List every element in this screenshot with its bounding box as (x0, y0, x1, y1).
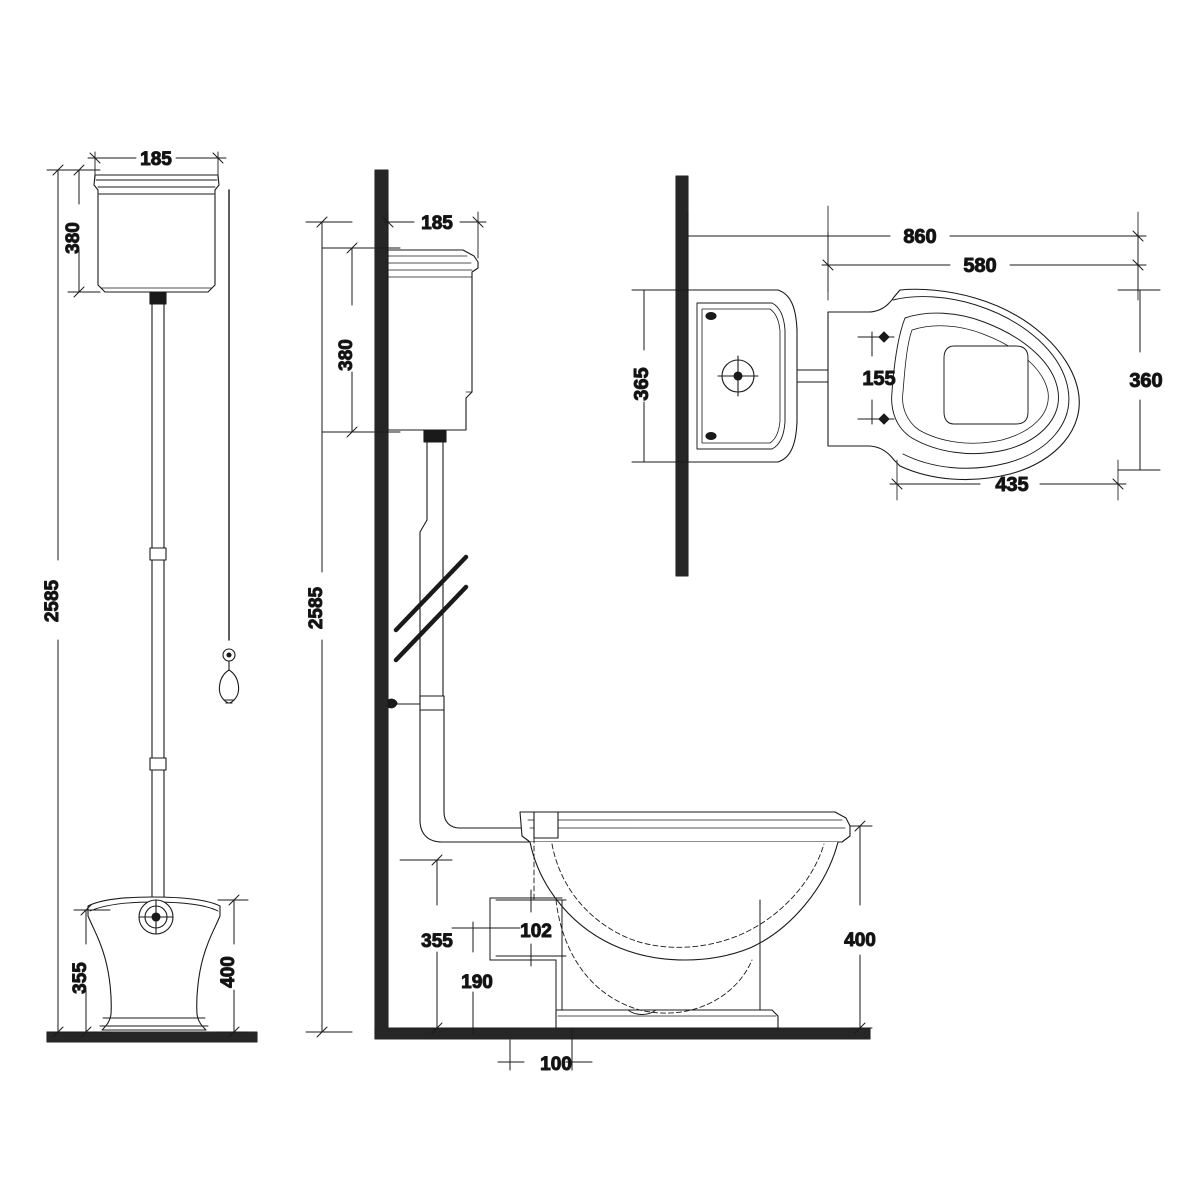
plan-cistern-centre-mark (717, 355, 759, 397)
front-floor-line (46, 1031, 258, 1043)
dim-435-plan: 435 (995, 474, 1028, 496)
dim-380-side: 380 (336, 339, 357, 371)
dim-360-plan: 360 (1129, 370, 1162, 392)
plan-view: 860 580 365 155 36 (631, 175, 1163, 577)
side-flush-pipe (387, 441, 531, 843)
dim-355-front: 355 (70, 962, 91, 994)
plan-flush-pipe (796, 369, 829, 383)
dim-190-side: 190 (461, 972, 493, 993)
plan-wall (675, 175, 689, 577)
front-dimensions: 185 380 2585 355 (42, 149, 249, 1038)
front-cistern-outlet (149, 291, 167, 305)
front-flush-pipe (149, 303, 167, 901)
front-pull-chain (218, 189, 240, 704)
plan-dimensions: 860 580 365 155 36 (631, 205, 1163, 501)
side-elevation-view: 185 380 2585 355 (305, 169, 876, 1076)
dim-400-side: 400 (844, 930, 876, 951)
pipe-wall-bracket (387, 698, 398, 709)
dim-155-plan: 155 (862, 368, 895, 390)
dim-365-plan: 365 (631, 367, 653, 400)
dim-2585-front: 2585 (42, 579, 63, 622)
side-cistern-outlet (423, 429, 447, 443)
dim-2585-side: 2585 (306, 586, 327, 629)
dim-185-side: 185 (421, 213, 453, 234)
front-pan (87, 896, 221, 1031)
plan-cistern-bolts (705, 311, 717, 441)
side-wall (374, 169, 389, 1039)
dim-400-front: 400 (218, 956, 239, 988)
front-elevation-view: 185 380 2585 355 (42, 149, 258, 1043)
dim-102-side: 102 (520, 921, 552, 942)
dim-380-front: 380 (63, 222, 84, 254)
side-cistern (387, 249, 479, 443)
side-floor-line (374, 1027, 871, 1040)
plan-cistern (687, 289, 798, 463)
dim-100-side: 100 (540, 1054, 572, 1075)
front-cistern (93, 174, 220, 305)
dim-185-front: 185 (140, 149, 172, 170)
dim-355-side: 355 (421, 931, 453, 952)
side-pan (489, 811, 851, 1029)
side-dimensions: 185 380 2585 355 (305, 211, 876, 1076)
plan-pan (827, 288, 1080, 481)
dim-580-plan: 580 (963, 255, 996, 277)
dim-860-plan: 860 (903, 226, 936, 248)
